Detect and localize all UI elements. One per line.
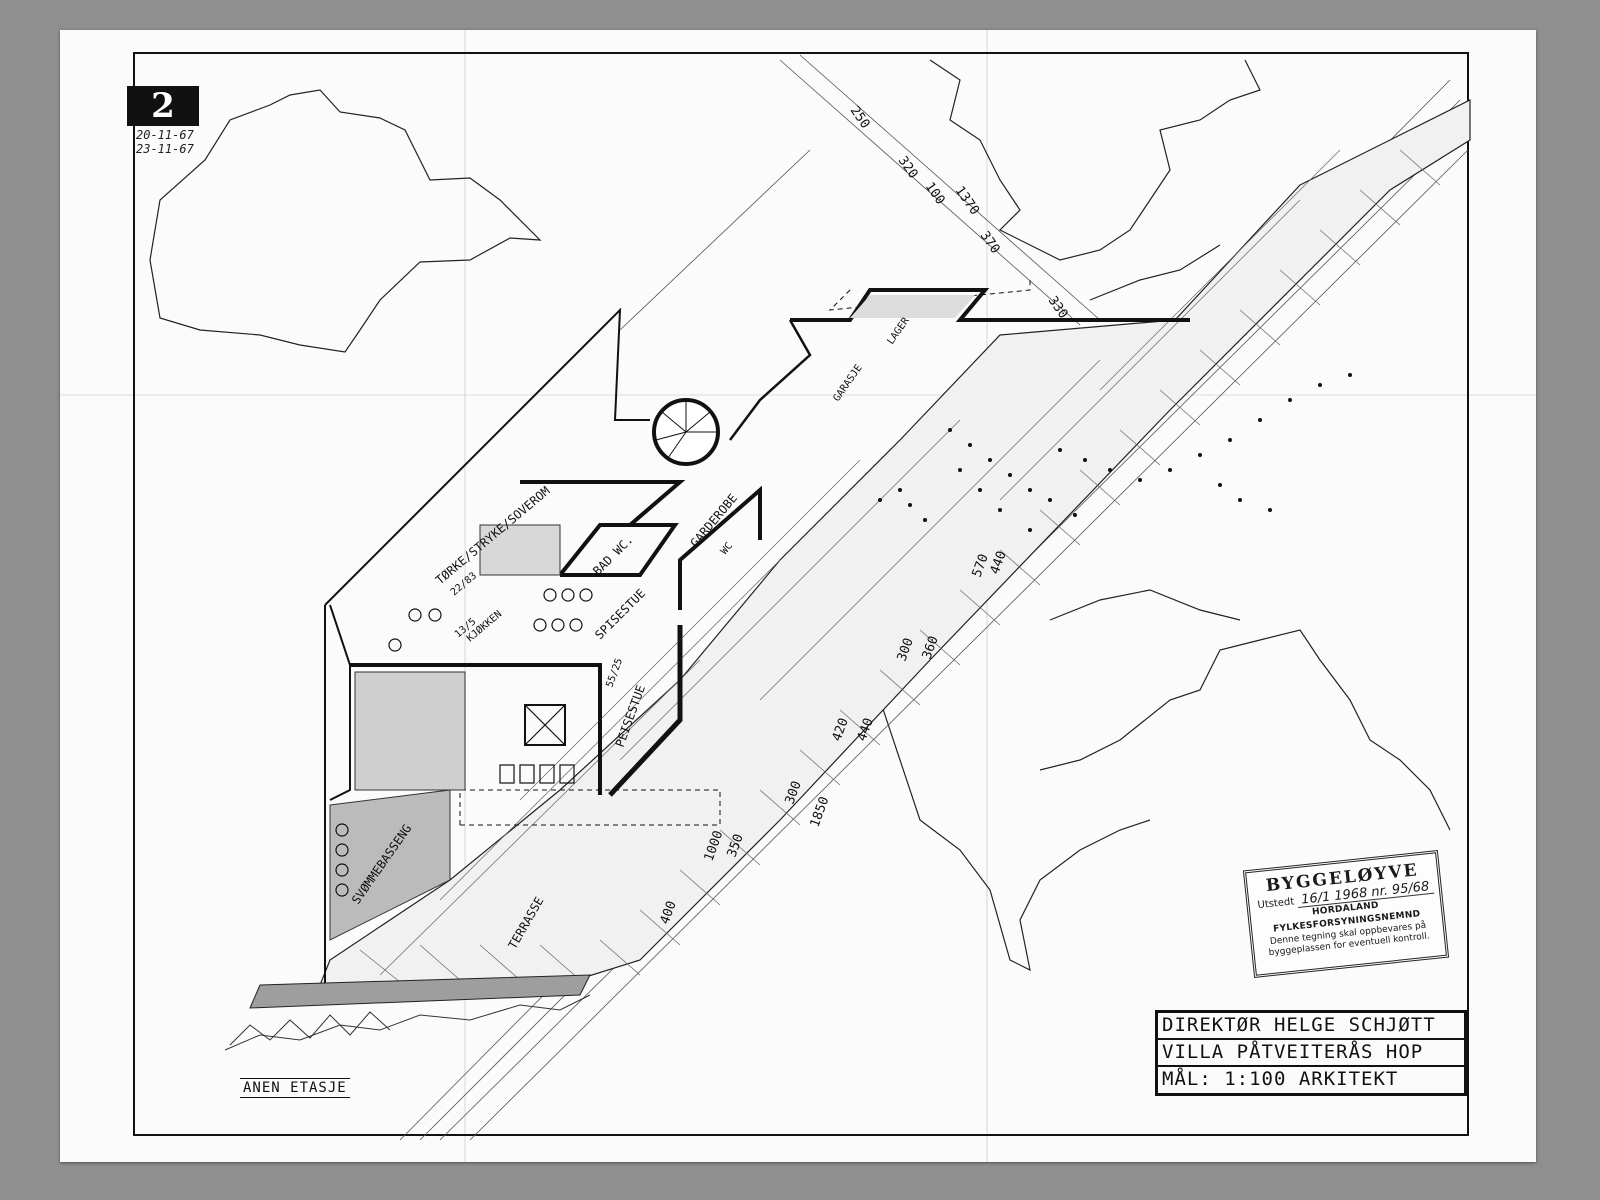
floor-label: ANEN ETASJE <box>240 1078 350 1098</box>
dimension-1850: 1850 <box>808 795 833 830</box>
terrace-edge-shading <box>249 974 591 1009</box>
room-label-bath: BAD WC. <box>590 532 636 578</box>
contour-mid <box>1049 589 1241 621</box>
building-permit-stamp: BYGGELØYVE Utstedt 16/1 1968 nr. 95/68 H… <box>1242 850 1450 978</box>
living-floor-shading <box>354 671 466 791</box>
room-label-garage: GARASJE <box>831 363 864 404</box>
room-label-storage: LAGER <box>885 315 912 347</box>
dimension-1370: 1370 <box>952 184 982 218</box>
contour-right <box>1039 629 1451 831</box>
dimension-250: 250 <box>847 104 873 132</box>
contour-island <box>149 89 542 353</box>
room-label-wc: WC <box>719 541 735 557</box>
wall-garderobe <box>678 485 762 610</box>
wall-northwest <box>324 307 650 606</box>
drawing-border <box>133 52 1469 1136</box>
dimension-330: 330 <box>1045 294 1071 322</box>
fireplace <box>524 704 566 746</box>
wall-garage <box>790 288 1190 322</box>
wall-fireplace <box>608 625 683 797</box>
title-block: DIREKTØR HELGE SCHJØTT VILLA PÅTVEITERÅS… <box>1155 1010 1467 1096</box>
guide-line <box>799 54 1101 321</box>
room-label-dining: SPISESTUE <box>592 586 648 642</box>
wall-bedroom <box>520 480 686 527</box>
dimension-100: 100 <box>922 180 948 208</box>
dimension-370: 370 <box>977 229 1003 257</box>
pool-shading <box>329 789 451 941</box>
wall-living <box>350 663 602 795</box>
furniture <box>335 588 593 897</box>
contour-upper-right <box>1089 244 1221 301</box>
fold-line <box>464 30 466 1162</box>
house-walls <box>324 280 1190 1000</box>
bedroom-shading <box>479 524 561 576</box>
wall-bath <box>558 523 679 577</box>
garage-shading <box>850 295 975 318</box>
dashed-overhang <box>459 789 721 826</box>
terrain-contours <box>149 59 1451 972</box>
title-scale: MÅL: 1:100 ARKITEKT <box>1162 1068 1399 1090</box>
contour-top <box>929 59 1261 261</box>
guide-line <box>469 149 1469 1141</box>
fold-line <box>60 394 1536 396</box>
contour-lower <box>879 649 1151 972</box>
wall-west-glazing <box>329 604 351 801</box>
spiral-stair <box>652 398 720 466</box>
room-area-living: 55/25 <box>604 657 625 689</box>
revision-date-1: 20-11-67 <box>136 128 194 142</box>
planting-dots <box>878 373 1352 532</box>
shaded-surfaces <box>249 295 975 1009</box>
sheet-number: 2 <box>127 86 199 126</box>
vegetation <box>224 994 591 1051</box>
title-client: DIREKTØR HELGE SCHJØTT <box>1158 1013 1464 1040</box>
wall-stair <box>729 319 812 441</box>
title-project: VILLA PÅTVEITERÅS HOP <box>1158 1040 1464 1067</box>
guide-line <box>619 149 811 331</box>
revision-date-2: 23-11-67 <box>136 142 194 156</box>
hedge-scribble <box>229 1011 391 1046</box>
hedge-line <box>224 994 591 1051</box>
room-label-garderobe: GARDEROBE <box>688 491 741 550</box>
